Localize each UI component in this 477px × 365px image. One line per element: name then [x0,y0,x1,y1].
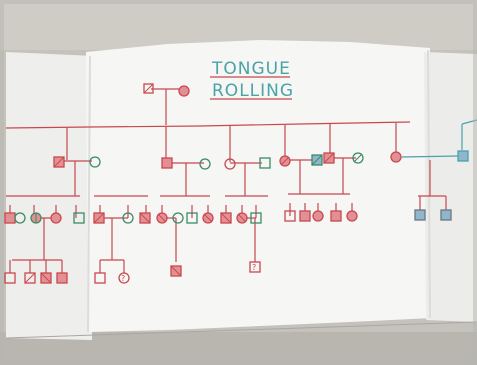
paper-fold-left [87,55,91,333]
generation-1 [143,83,190,97]
paper-sheet-right [424,52,477,322]
chart-title-line-2: ROLLING [212,81,294,101]
generation-3 [4,209,452,224]
unknown-mark: ? [252,263,256,272]
paper-fold-right [427,49,431,319]
unknown-mark: ? [121,274,125,283]
chart-title-line-1: TONGUE [211,59,291,79]
generation-4: ? ? [4,261,261,284]
generation-2 [53,150,469,170]
paper-sheet-main [86,40,432,332]
paper-bottom-edge [5,321,477,339]
